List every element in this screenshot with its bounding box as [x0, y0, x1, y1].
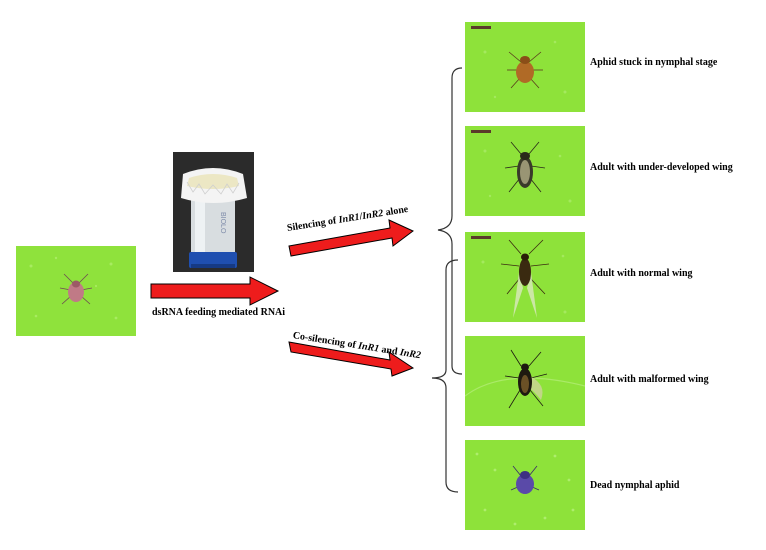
lower-brace	[431, 259, 459, 493]
outcome-label-nymphal-stuck: Aphid stuck in nymphal stage	[590, 57, 718, 68]
single-silencing-arrow	[288, 219, 414, 257]
outcome-photo-underdeveloped-wing	[465, 126, 585, 216]
feeding-bottle-photo: BIOLO	[173, 152, 254, 272]
feeding-arrow	[150, 276, 280, 306]
co-silencing-arrow	[288, 341, 415, 377]
upper-brace	[437, 67, 463, 375]
outcome-label-normal-wing: Adult with normal wing	[590, 268, 693, 279]
outcome-photo-nymphal-stuck	[465, 22, 585, 112]
feeding-label: dsRNA feeding mediated RNAi	[152, 307, 286, 318]
outcome-photo-normal-wing	[465, 232, 585, 322]
outcome-photo-malformed-wing	[465, 336, 585, 426]
outcome-label-malformed-wing: Adult with malformed wing	[590, 374, 709, 385]
outcome-photo-dead-nymph	[465, 440, 585, 530]
svg-text:BIOLO: BIOLO	[219, 212, 226, 234]
input-nymph-photo	[16, 246, 136, 336]
outcome-label-dead-nymph: Dead nymphal aphid	[590, 480, 680, 491]
outcome-label-underdeveloped-wing: Adult with under-developed wing	[590, 162, 733, 173]
